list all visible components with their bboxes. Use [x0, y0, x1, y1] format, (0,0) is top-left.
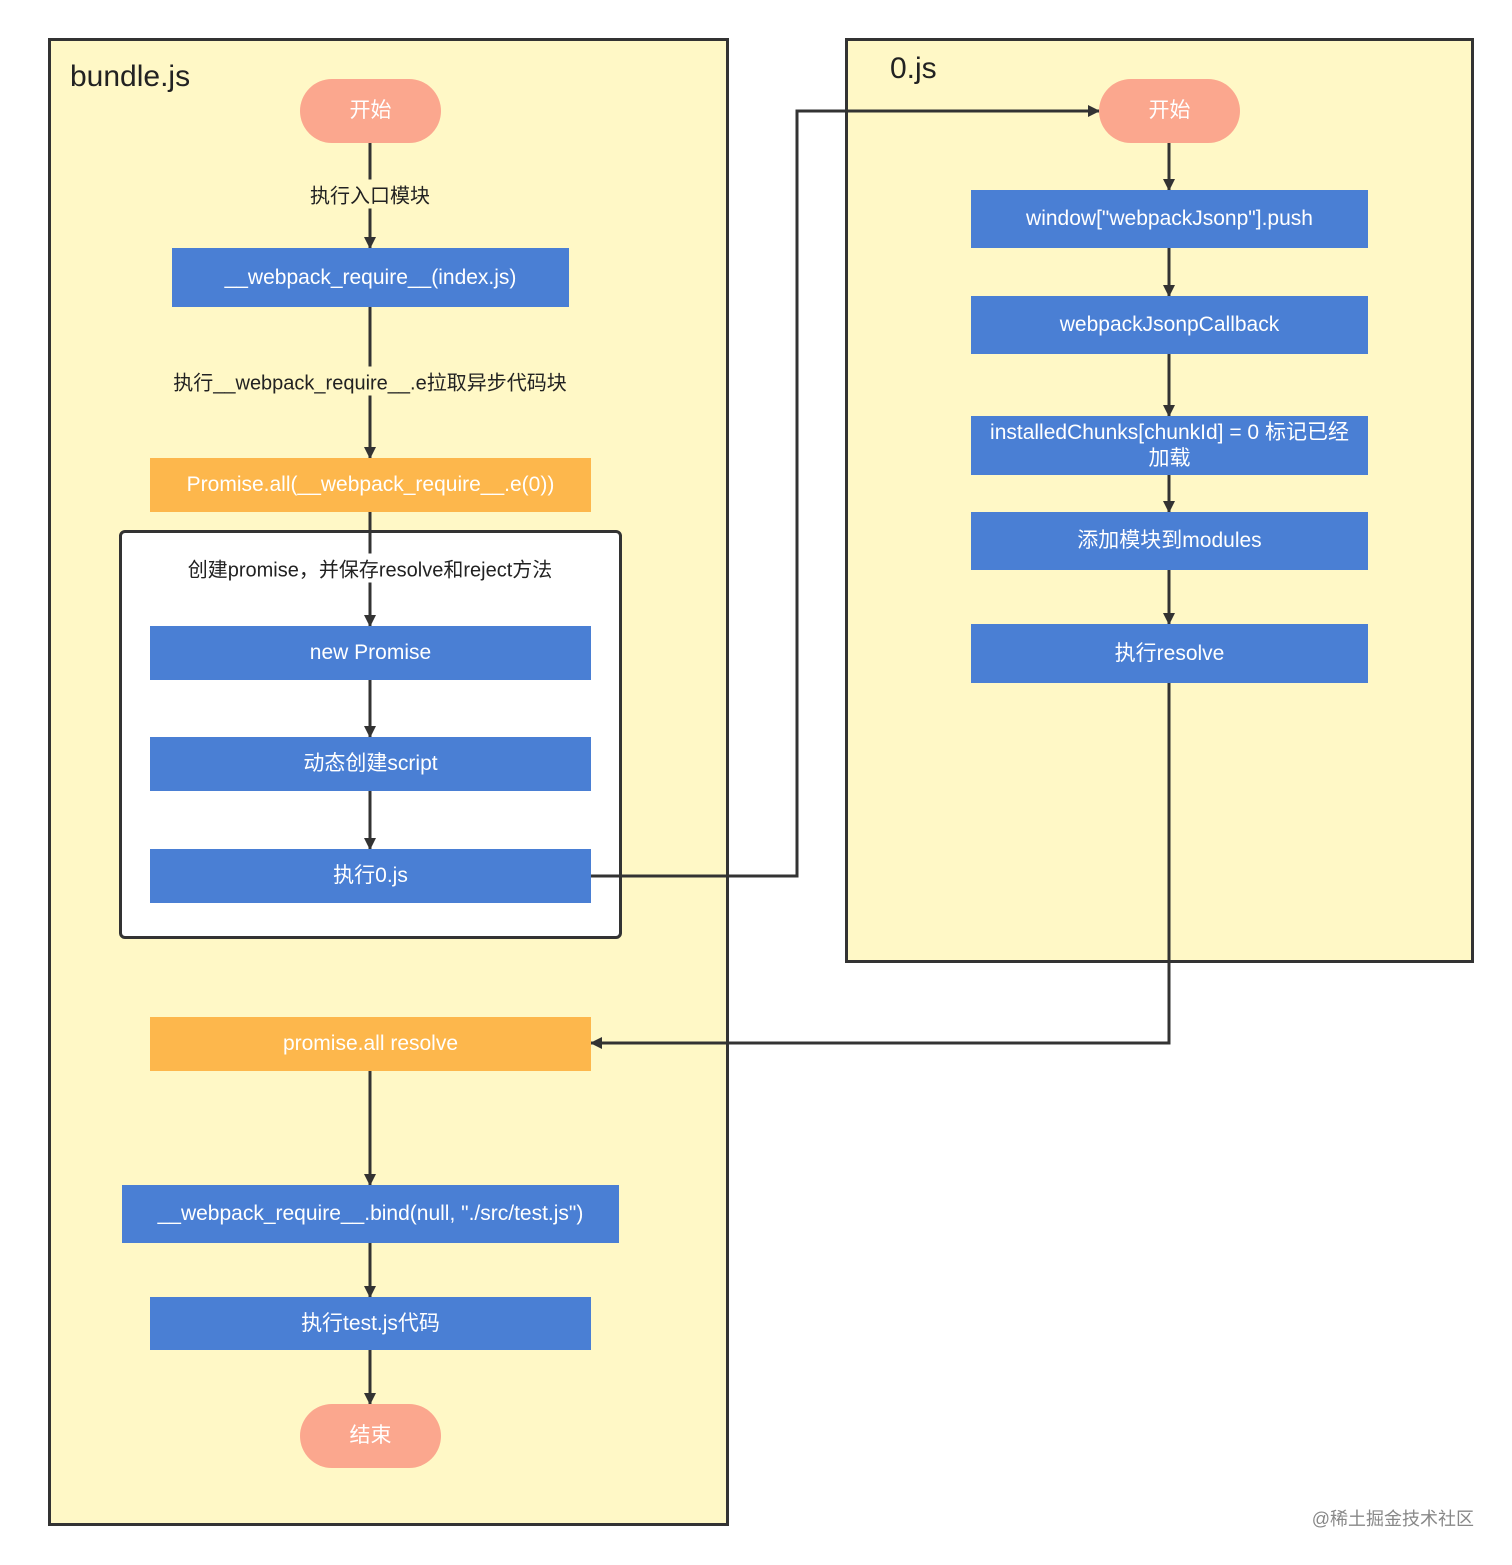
create-script-node: 动态创建script	[150, 737, 591, 791]
jsonp-callback-node: webpackJsonpCallback	[971, 296, 1368, 354]
zero-js-lane	[845, 38, 1474, 963]
start-node-left: 开始	[300, 79, 441, 143]
require-index-node: __webpack_require__(index.js)	[172, 248, 569, 307]
bundle-js-lane-title: bundle.js	[70, 60, 191, 93]
require-bind-node: __webpack_require__.bind(null, "./src/te…	[122, 1185, 619, 1243]
add-modules-node: 添加模块到modules	[971, 512, 1368, 570]
start-node-right: 开始	[1099, 79, 1240, 143]
new-promise-node: new Promise	[150, 626, 591, 680]
exec-resolve-node: 执行resolve	[971, 624, 1368, 683]
promise-all-node: Promise.all(__webpack_require__.e(0))	[150, 458, 591, 512]
exec-0js-node: 执行0.js	[150, 849, 591, 903]
jsonp-push-node: window["webpackJsonp"].push	[971, 190, 1368, 248]
exec-test-node: 执行test.js代码	[150, 1297, 591, 1350]
edge-label-exec-require-e: 执行__webpack_require__.e拉取异步代码块	[171, 366, 569, 396]
edge-label-create-promise: 创建promise，并保存resolve和reject方法	[185, 553, 555, 583]
end-node: 结束	[300, 1404, 441, 1468]
watermark: @稀土掘金技术社区	[1311, 1509, 1474, 1529]
promise-all-resolve-node: promise.all resolve	[150, 1017, 591, 1071]
zero-js-lane-title: 0.js	[890, 52, 937, 85]
edge-label-exec-entry: 执行入口模块	[308, 179, 432, 209]
installed-chunks-node: installedChunks[chunkId] = 0 标记已经加载	[971, 416, 1368, 475]
